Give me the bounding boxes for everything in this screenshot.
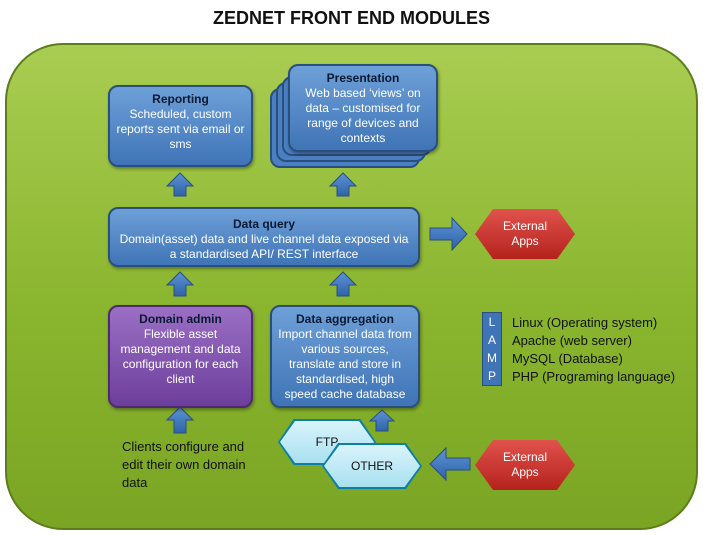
data-aggregation-heading: Data aggregation — [295, 312, 394, 326]
domain-admin-box: Domain admin Flexible asset management a… — [108, 305, 253, 408]
reporting-box: Reporting Scheduled, custom reports sent… — [108, 85, 253, 167]
presentation-heading: Presentation — [326, 71, 400, 85]
lamp-item: MySQL (Database) — [512, 351, 623, 366]
data-aggregation-body: Import channel data from various sources… — [278, 327, 412, 401]
data-query-box: Data query Domain(asset) data and live c… — [108, 207, 420, 267]
lamp-list: Linux (Operating system) Apache (web ser… — [512, 314, 675, 386]
lamp-letter: L — [488, 315, 496, 329]
arrow-up-data-aggregation — [328, 271, 358, 297]
page-title: ZEDNET FRONT END MODULES — [213, 8, 490, 28]
ftp-label: FTP — [315, 435, 339, 449]
reporting-heading: Reporting — [152, 92, 209, 106]
arrow-up-reporting — [165, 172, 195, 197]
reporting-body: Scheduled, custom reports sent via email… — [116, 107, 245, 151]
data-aggregation-box: Data aggregation Import channel data fro… — [270, 305, 420, 408]
arrow-up-clients — [165, 406, 195, 434]
lamp-letter: M — [487, 351, 497, 365]
lamp-item: Linux (Operating system) — [512, 315, 658, 330]
external-apps-bottom: External Apps — [475, 440, 575, 490]
external-apps-top: External Apps — [475, 209, 575, 259]
domain-admin-heading: Domain admin — [139, 312, 222, 326]
ftp-hexagon: FTP — [278, 419, 376, 465]
lamp-letters: L A M P — [482, 312, 502, 386]
other-hexagon: OTHER — [322, 443, 422, 489]
lamp-item: PHP (Programing language) — [512, 369, 676, 384]
lamp-letter: P — [487, 369, 496, 383]
arrow-up-ftp — [368, 409, 396, 432]
external-apps-top-label: External Apps — [502, 219, 548, 248]
other-label: OTHER — [351, 459, 393, 473]
data-query-body: Domain(asset) data and live channel data… — [119, 232, 409, 261]
arrow-up-presentation — [328, 172, 358, 197]
domain-admin-body: Flexible asset management and data confi… — [120, 327, 241, 386]
external-apps-bottom-label: External Apps — [502, 450, 548, 479]
presentation-box: Presentation Web based ‘views’ on data –… — [288, 64, 438, 152]
clients-note: Clients configure and edit their own dom… — [122, 439, 246, 490]
arrow-up-domain-admin — [165, 271, 195, 297]
lamp-letter: A — [487, 333, 496, 347]
lamp-item: Apache (web server) — [512, 333, 632, 348]
arrow-right-external — [429, 216, 468, 252]
presentation-body: Web based ‘views’ on data – customised f… — [305, 86, 421, 145]
arrow-left-external — [429, 446, 471, 482]
data-query-heading: Data query — [232, 217, 296, 231]
